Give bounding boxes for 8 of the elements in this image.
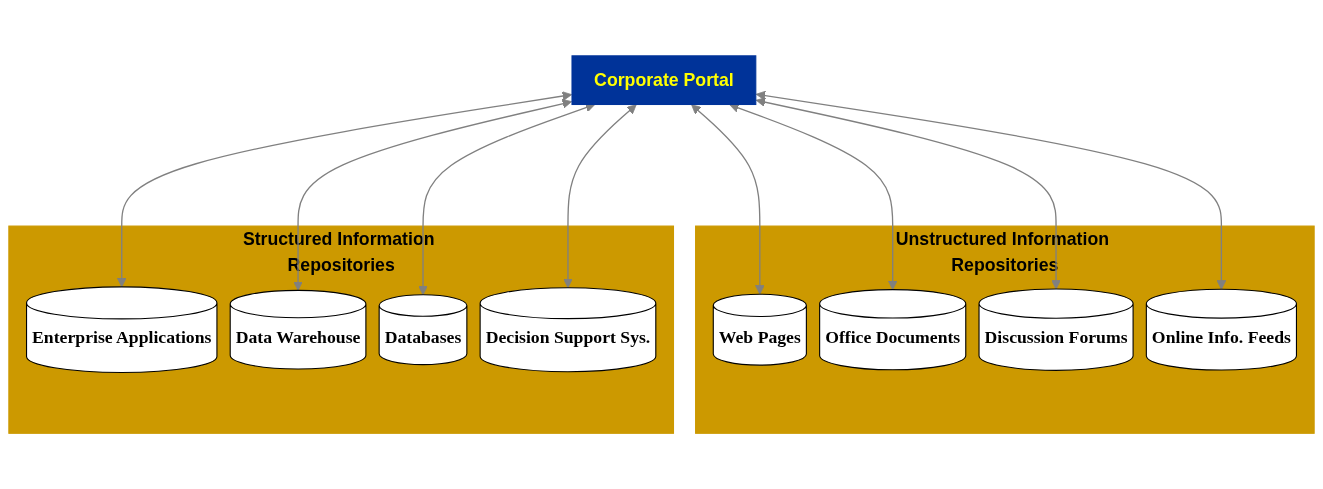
- arrow: [755, 97, 1061, 290]
- arrow: [729, 103, 898, 290]
- node-box: Corporate Portal: [571, 55, 757, 105]
- arrow: [563, 104, 637, 289]
- arrow: [116, 91, 572, 288]
- arrow: [293, 98, 572, 291]
- arrow: [755, 90, 1227, 290]
- arrow: [691, 104, 765, 295]
